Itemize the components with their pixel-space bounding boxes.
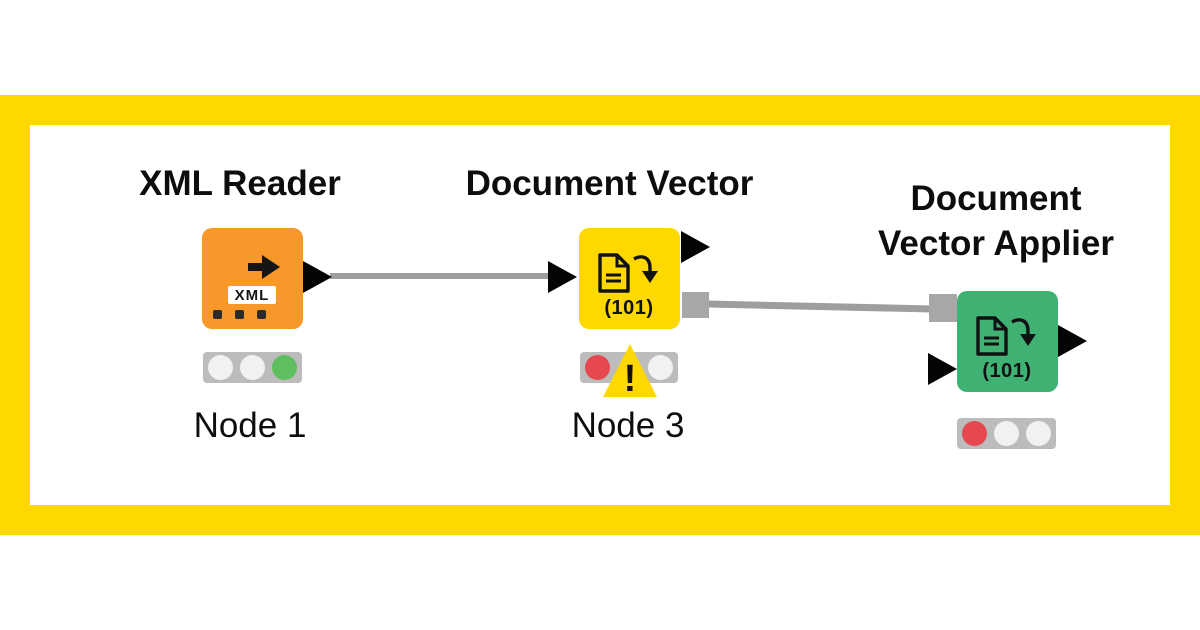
- node1-light-3: [272, 355, 297, 380]
- svg-text:(101): (101): [604, 297, 653, 319]
- node3-output-port[interactable]: [1057, 322, 1089, 360]
- svg-text:(101): (101): [982, 360, 1031, 382]
- node3-light-2: [994, 421, 1019, 446]
- node2-input-port[interactable]: [547, 258, 579, 296]
- node3-light-3: [1026, 421, 1051, 446]
- xml-reader-icon: XML: [213, 255, 280, 319]
- node1-light-2: [240, 355, 265, 380]
- document-vector-icon: (101): [598, 253, 658, 319]
- node2-output-port-top[interactable]: [680, 228, 712, 266]
- document-vector-icon: (101): [976, 316, 1036, 382]
- node2-body[interactable]: (101): [579, 228, 680, 329]
- node2-output-port-bottom[interactable]: [682, 292, 709, 318]
- svg-text:!: !: [624, 358, 637, 400]
- node2-label: Node 3: [571, 406, 685, 445]
- node1-traffic-light: [203, 352, 302, 383]
- node3-input-port-bottom[interactable]: [927, 350, 959, 388]
- svg-text:XML: XML: [235, 287, 270, 304]
- node3-title: Document Vector Applier: [878, 179, 1114, 263]
- node2-title: Document Vector: [465, 164, 754, 203]
- connection-node1-node2[interactable]: [330, 273, 550, 279]
- node3-input-port-top[interactable]: [929, 294, 957, 322]
- node1-label: Node 1: [193, 406, 307, 445]
- node1-output-port[interactable]: [302, 258, 334, 296]
- node1-title: XML Reader: [139, 164, 341, 203]
- node1-body[interactable]: XML: [202, 228, 303, 329]
- connection-node2-node3[interactable]: [705, 296, 935, 316]
- node2-light-1: [585, 355, 610, 380]
- node2-light-3: [648, 355, 673, 380]
- node3-body[interactable]: (101): [957, 291, 1058, 392]
- node3-traffic-light: [957, 418, 1056, 449]
- node1-light-1: [208, 355, 233, 380]
- warning-icon: !: [603, 344, 657, 400]
- node3-light-1: [962, 421, 987, 446]
